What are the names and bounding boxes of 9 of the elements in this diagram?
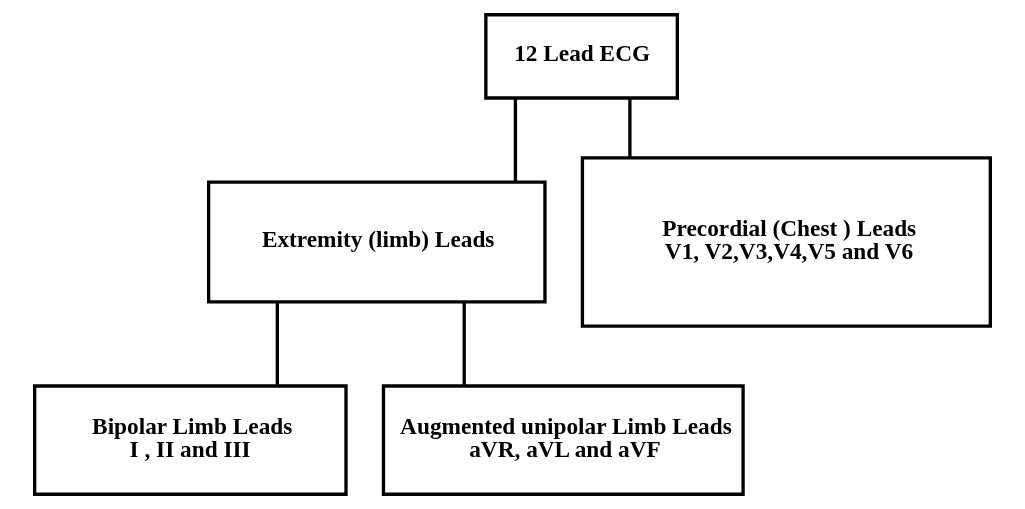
connector	[628, 98, 632, 158]
node-box: Augmented unipolar Limb Leads aVR, aVL and aVF	[381, 384, 745, 496]
node-box: Extremity (limb) Leads	[207, 180, 547, 304]
node-box: 12 Lead ECG	[484, 13, 679, 100]
connector	[513, 98, 518, 182]
node-box: Precordial (Chest ) Leads V1, V2,V3,V4,V5 and V6	[580, 156, 992, 328]
connector	[462, 302, 466, 386]
connector	[275, 302, 279, 386]
node-box: Bipolar Limb Leads I , II and III	[33, 384, 348, 496]
